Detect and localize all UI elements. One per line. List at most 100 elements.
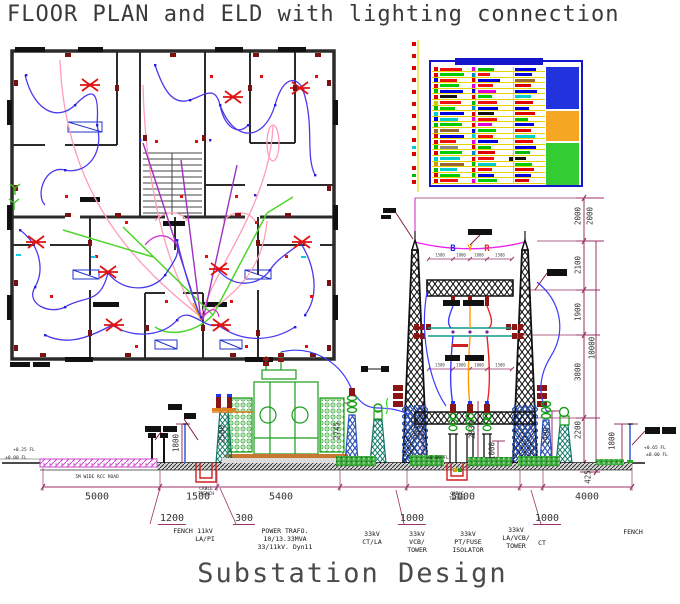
- legend-bar-cell: [477, 134, 506, 138]
- shield-wire: [414, 198, 526, 250]
- legend-bar: [477, 129, 496, 133]
- floor-plan-drawing: [7, 47, 338, 367]
- legend-bar: [440, 145, 459, 149]
- legend-row: [432, 167, 545, 173]
- legend-bar: [477, 101, 498, 105]
- legend-bar: [440, 157, 460, 160]
- window-bars: [7, 47, 338, 367]
- legend-bar: [440, 78, 457, 82]
- legend-row: [432, 83, 545, 89]
- legend-symbol: [471, 156, 476, 161]
- legend-bar: [515, 162, 532, 166]
- legend-bar-cell: [477, 179, 506, 183]
- legend-bar: [477, 168, 493, 172]
- legend-symbol: [471, 67, 476, 71]
- legend-symbol: [434, 128, 438, 133]
- legend-row: [432, 72, 545, 78]
- legend-bar: [515, 134, 535, 138]
- legend-bar-cell: [440, 78, 468, 82]
- legend-bar-cell: [440, 112, 468, 116]
- legend-bar-cell: [515, 112, 543, 116]
- legend-symbol: [434, 139, 438, 144]
- legend-bar: [477, 157, 494, 160]
- wiring-orange: [192, 302, 202, 321]
- legend-bar-cell: [515, 173, 543, 177]
- lower-beam: [414, 411, 536, 425]
- legend-bar-cell: [515, 129, 543, 133]
- radiator-left: [227, 397, 253, 453]
- legend-orange-table: [546, 111, 579, 141]
- equipment-label-text: TOWER: [506, 542, 526, 551]
- legend-row: [432, 156, 545, 162]
- legend-bar-cell: [477, 78, 506, 82]
- legend-grid-line: [474, 67, 476, 184]
- dimension-lines: [40, 194, 640, 525]
- equipment-label-text: 10/13.33MVA: [263, 535, 307, 544]
- equipment-label-text: 33/11kV. Dyn11: [257, 543, 313, 552]
- wiring-magenta: [144, 235, 220, 321]
- legend-symbol: [471, 89, 476, 94]
- legend-symbol: [434, 94, 438, 99]
- legend-bar: [477, 117, 498, 121]
- legend-symbol: [434, 106, 438, 111]
- legend-row: [432, 178, 545, 184]
- legend-symbol: [471, 111, 476, 116]
- legend-bar: [515, 95, 532, 99]
- bushings: [263, 353, 284, 366]
- legend-bar: [440, 73, 465, 77]
- legend-bar-cell: [440, 173, 468, 177]
- walls: [10, 49, 336, 361]
- legend-bar: [477, 173, 495, 177]
- legend-grid-line: [513, 67, 515, 184]
- legend-symbol: [509, 156, 514, 161]
- legend-bar-cell: [515, 157, 543, 160]
- legend-bar-cell: [440, 67, 468, 71]
- legend-symbol: [434, 162, 438, 167]
- legend-row: [432, 134, 545, 140]
- legend-bar-cell: [515, 162, 543, 166]
- legend-row: [432, 67, 545, 72]
- post-insulators: [393, 296, 547, 407]
- legend-symbol: [434, 67, 438, 71]
- legend-bar: [477, 179, 498, 183]
- radiator-right: [319, 397, 345, 453]
- legend-bar: [515, 151, 530, 155]
- legend-bar-cell: [440, 151, 468, 155]
- legend-bar: [515, 117, 528, 121]
- legend-bar-cell: [515, 95, 543, 99]
- legend-bar-cell: [515, 123, 543, 127]
- legend-symbol: [434, 122, 438, 127]
- legend-bar-cell: [440, 168, 468, 172]
- legend-symbol: [471, 139, 476, 144]
- legend-bar-cell: [477, 145, 506, 149]
- legend-row: [432, 78, 545, 84]
- legend-row: [432, 89, 545, 95]
- legend-bar: [515, 168, 535, 172]
- equipment-label-text: TOWER: [407, 546, 427, 555]
- legend-bar-cell: [515, 134, 543, 138]
- legend-bar: [477, 162, 496, 166]
- legend-bar: [440, 173, 461, 177]
- legend-symbol: [471, 117, 476, 122]
- legend-bar-cell: [477, 117, 506, 121]
- legend-bar: [477, 78, 500, 82]
- legend-row: [432, 128, 545, 134]
- legend-bar: [440, 140, 457, 144]
- legend-bar: [440, 117, 458, 121]
- cable-trench-right: [446, 463, 468, 481]
- legend-bar: [515, 89, 538, 93]
- legend-symbol: [471, 100, 476, 105]
- legend-symbol: [434, 78, 438, 83]
- legend-row: [432, 106, 545, 112]
- busbar: [428, 327, 512, 337]
- legend-symbol: [471, 122, 476, 127]
- legend-bar-cell: [477, 95, 506, 99]
- legend-bar: [477, 84, 493, 88]
- legend-bar-cell: [515, 179, 543, 183]
- legend-symbol: [471, 94, 476, 99]
- legend-symbol: [434, 83, 438, 88]
- legend-row: [432, 111, 545, 117]
- legend-row: [432, 173, 545, 179]
- legend-symbol: [471, 83, 476, 88]
- legend-bar: [477, 95, 492, 99]
